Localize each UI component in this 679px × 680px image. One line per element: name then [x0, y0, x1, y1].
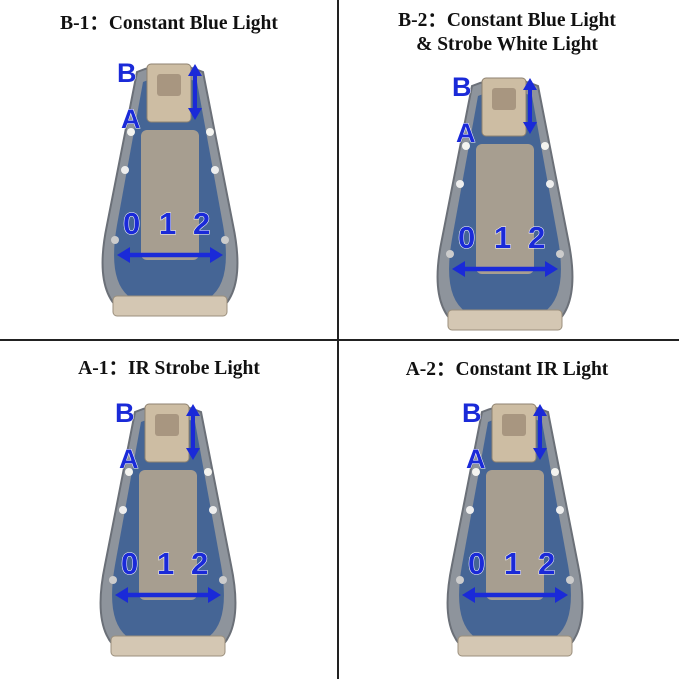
strobe-light-device: B A 0 1 2: [95, 58, 245, 322]
position-0-label: 0: [467, 546, 486, 581]
horizontal-arrow-icon: [462, 587, 568, 603]
panel-title-line2: & Strobe White Light: [416, 34, 598, 55]
panel-a2: A-2：Constant IR Light B A 0 1 2: [338, 340, 676, 680]
position-0-label: 0: [122, 206, 141, 241]
strobe-light-device: B A 0 1 2: [93, 398, 243, 662]
position-1-label: 1: [493, 220, 512, 255]
horizontal-divider: [0, 339, 679, 341]
panel-title: A-1：IR Strobe Light: [78, 358, 260, 379]
panel-title: B-1：Constant Blue Light: [60, 13, 278, 34]
device-body-image: [101, 63, 239, 317]
device-body-image: [436, 77, 574, 331]
switch-b-label: B: [452, 72, 472, 102]
position-0-label: 0: [457, 220, 476, 255]
position-1-label: 1: [158, 206, 177, 241]
panel-title: A-2：Constant IR Light: [405, 359, 609, 380]
position-2-label: 2: [192, 206, 211, 241]
device-body-image: [99, 403, 237, 657]
switch-b-label: B: [117, 58, 137, 88]
position-2-label: 2: [527, 220, 546, 255]
vertical-arrow-icon: [186, 404, 200, 460]
device-body-image: [446, 403, 584, 657]
position-2-label: 2: [537, 546, 556, 581]
vertical-arrow-icon: [533, 404, 547, 460]
switch-b-label: B: [115, 398, 135, 428]
panel-b2: B-2：Constant Blue Light & Strobe White L…: [338, 0, 676, 340]
position-0-label: 0: [120, 546, 139, 581]
horizontal-arrow-icon: [452, 261, 558, 277]
panel-a1: A-1：IR Strobe Light B A 0 1 2: [0, 340, 338, 680]
panel-b1: B-1：Constant Blue Light B A 0 1 2: [0, 0, 338, 340]
position-2-label: 2: [190, 546, 209, 581]
strobe-light-device: B A 0 1 2: [440, 398, 590, 662]
vertical-arrow-icon: [523, 78, 537, 134]
position-1-label: 1: [156, 546, 175, 581]
horizontal-arrow-icon: [117, 247, 223, 263]
panel-title: B-2：Constant Blue Light: [398, 10, 616, 31]
switch-a-label: A: [119, 444, 139, 474]
strobe-light-device: B A 0 1 2: [430, 72, 580, 336]
vertical-arrow-icon: [188, 64, 202, 120]
switch-b-label: B: [462, 398, 482, 428]
position-1-label: 1: [503, 546, 522, 581]
horizontal-arrow-icon: [115, 587, 221, 603]
switch-a-label: A: [466, 444, 486, 474]
switch-a-label: A: [456, 118, 476, 148]
switch-a-label: A: [121, 104, 141, 134]
